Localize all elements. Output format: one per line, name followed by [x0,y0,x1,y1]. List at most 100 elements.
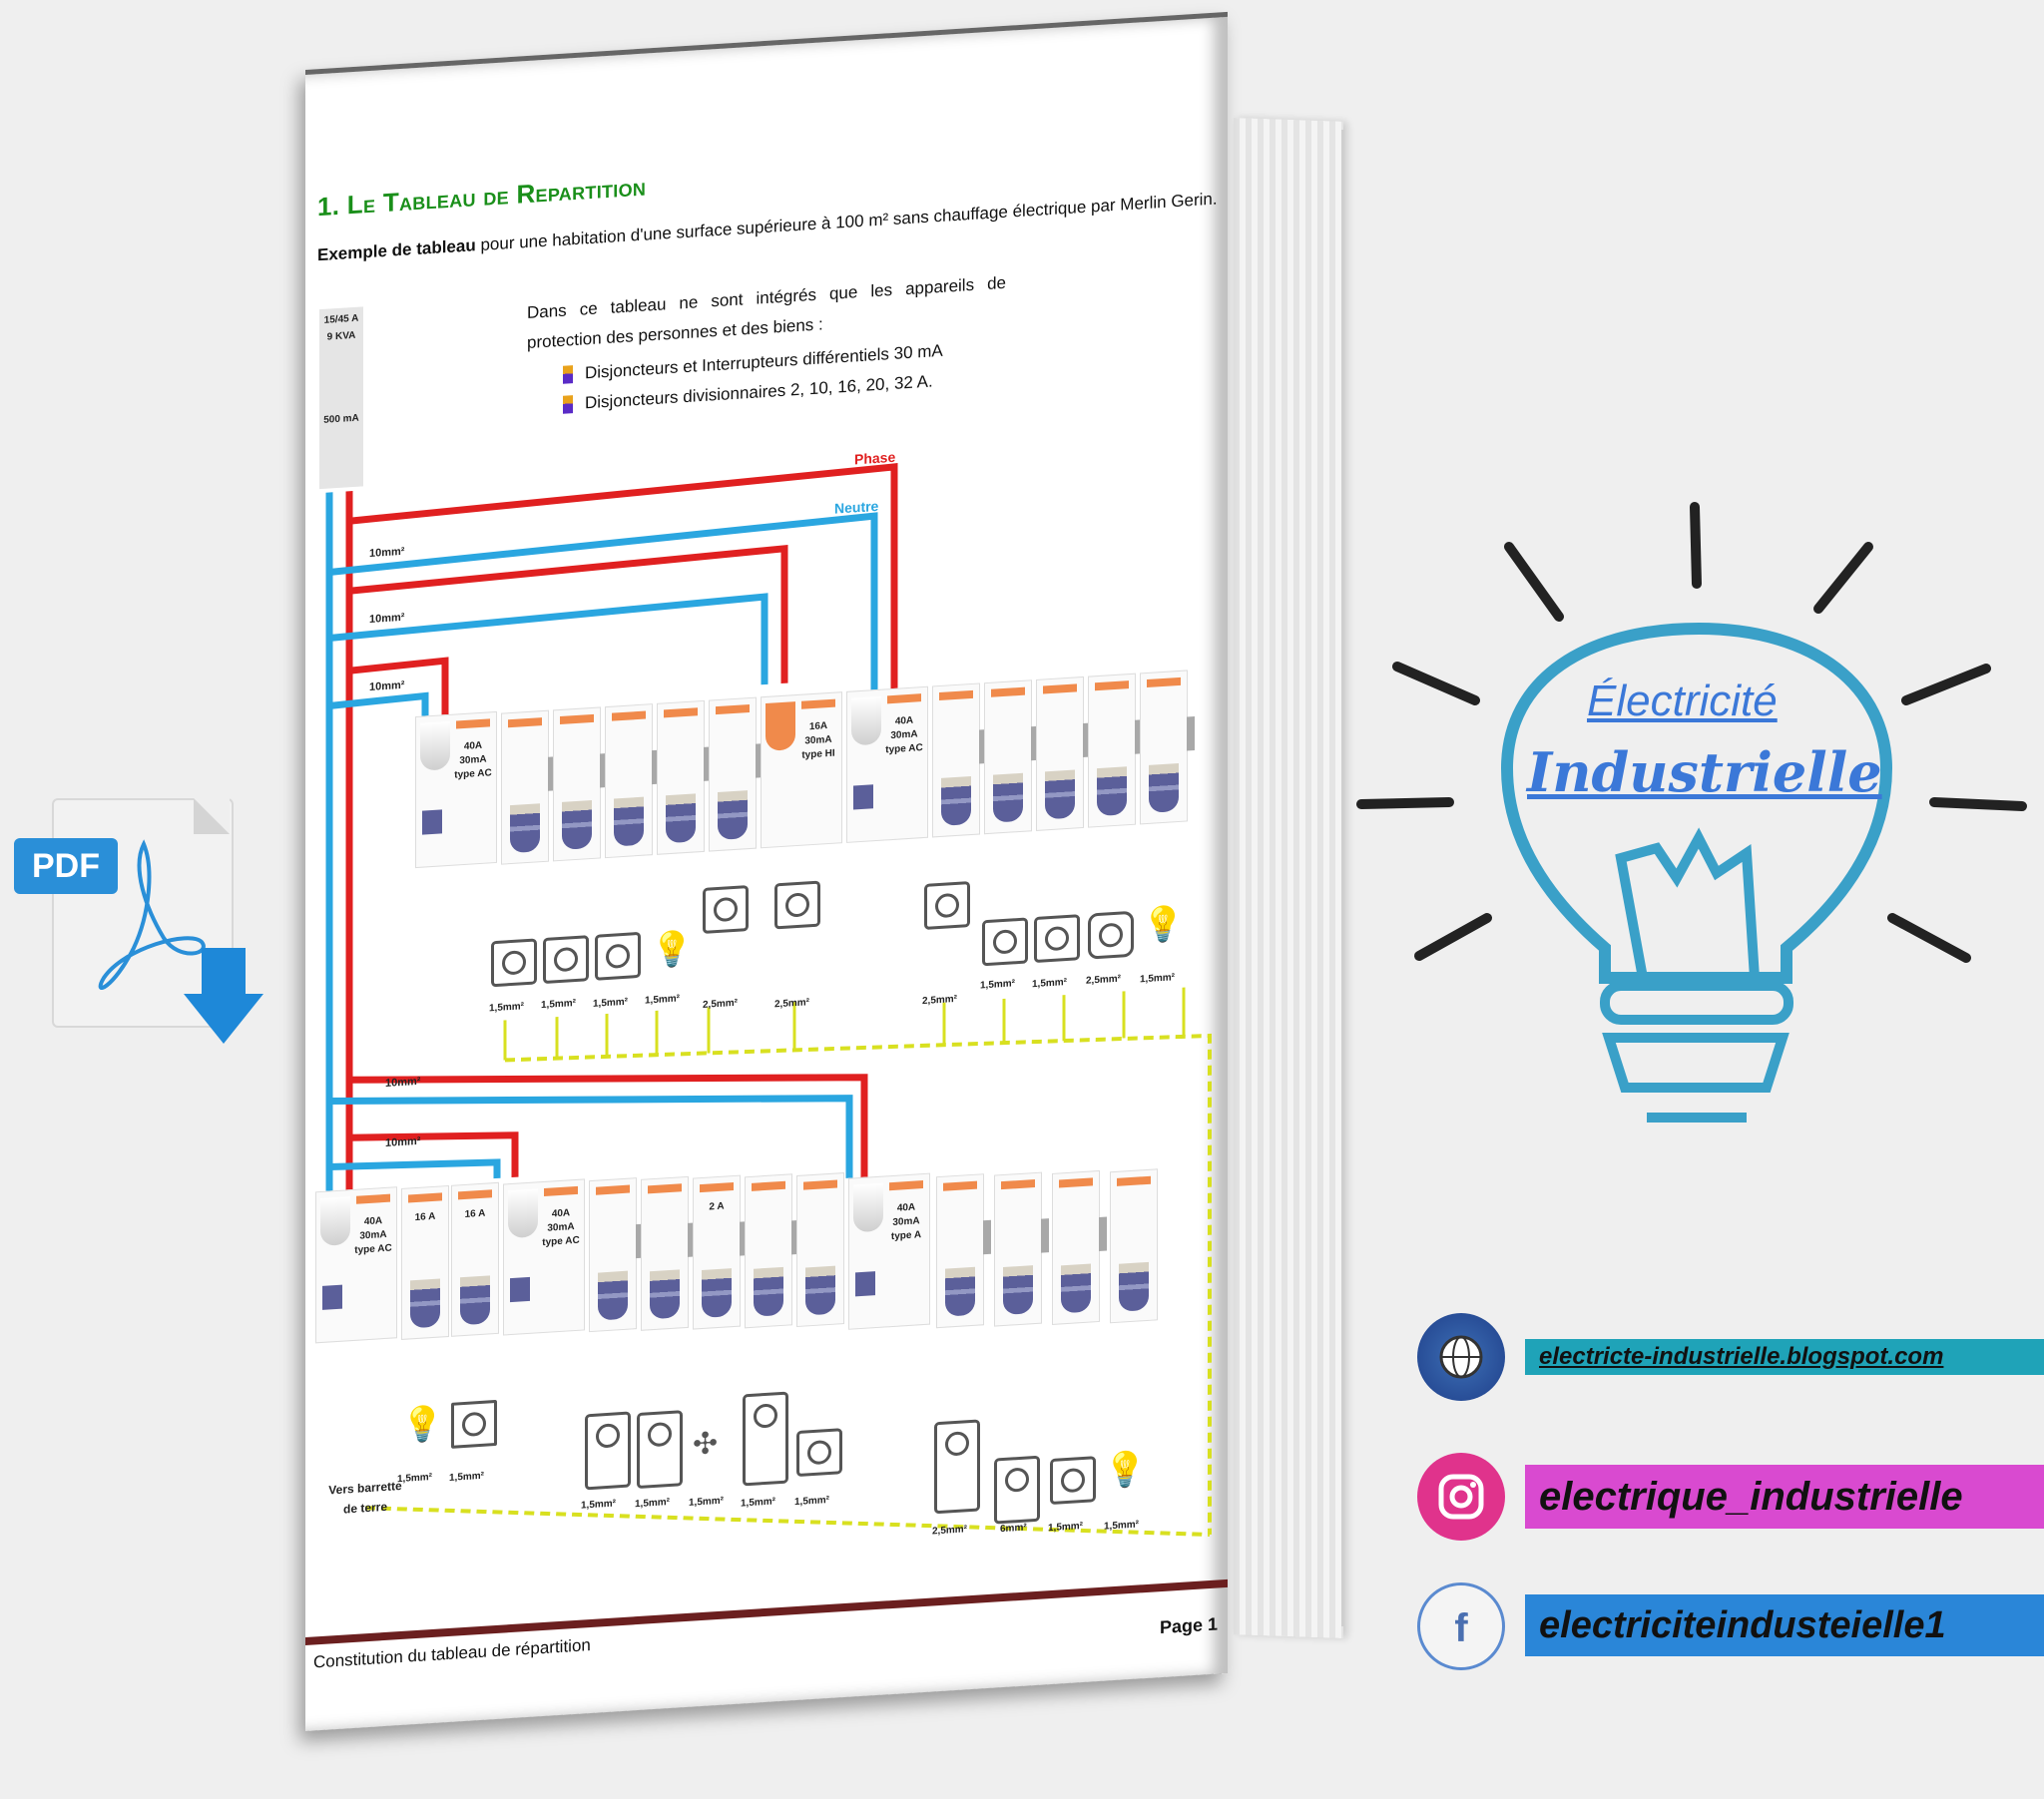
feeder-section-label: 10mm² [385,1075,421,1090]
washing-machine-socket-icon [703,885,749,934]
feeder-section-label: 10mm² [369,545,405,560]
cable-section-label: 1,5mm² [1048,1520,1084,1535]
cable-section-label: 2,5mm² [703,997,739,1011]
phase-label: Phase [854,448,896,468]
social-website[interactable]: electricte-industrielle.blogspot.com [1417,1313,2044,1403]
light-bulb-icon: 💡 [1104,1450,1147,1491]
acrobat-logo-icon [98,839,206,990]
circuit-breaker [745,1173,799,1329]
socket-outlet-icon [595,931,641,981]
circuit-breaker [932,682,987,838]
book-page-edges [1234,118,1343,1638]
circuit-breaker: 16 A [401,1184,449,1340]
cable-section-label: 2,5mm² [774,997,810,1011]
pdf-file-fold [194,798,230,834]
feeder-section-label: 10mm² [369,678,405,693]
roller-shutter-icon [585,1411,631,1491]
roller-shutter-icon [637,1410,683,1490]
cable-section-label: 6mm² [1000,1522,1027,1536]
cable-section-label: 1,5mm² [794,1494,830,1509]
socket-outlet-icon [1050,1456,1096,1506]
circuit-breaker [936,1173,991,1329]
circuit-breaker [984,679,1039,835]
circuit-breaker: 2 A [693,1174,748,1330]
cable-section-label: 2,5mm² [1086,973,1122,987]
download-arrow-icon [184,948,263,1044]
cable-section-label: 1,5mm² [635,1497,671,1511]
circuit-breaker [641,1175,696,1331]
brand-logo: Électricité Industrielle [1347,479,2044,1157]
cable-section-label: 1,5mm² [489,1001,525,1015]
gate-icon [451,1399,497,1449]
oven-icon [1088,910,1134,960]
lightbulb-icon [1356,502,2027,1123]
neutre-label: Neutre [834,497,879,517]
cable-section-label: 2,5mm² [932,1524,968,1538]
cable-section-label: 1,5mm² [541,997,577,1012]
social-facebook[interactable]: f electriciteindusteielle1 [1417,1582,2044,1672]
cable-section-label: 1,5mm² [1032,976,1068,991]
circuit-breaker [1110,1168,1158,1324]
wiring-diagram [325,463,1212,1538]
boiler-socket-icon [743,1391,788,1487]
ventilation-fan-icon: ✣ [693,1427,719,1462]
cooktop-icon [994,1455,1040,1525]
cable-section-label: 1,5mm² [1140,972,1176,986]
socket-outlet-icon [982,917,1028,967]
circuit-breaker [994,1171,1049,1327]
brand-line1: Électricité [1587,676,1778,725]
cable-section-label: 1,5mm² [449,1470,485,1484]
socket-outlet-icon [543,935,589,985]
cable-section-label: 1,5mm² [741,1496,776,1510]
cable-section-label: 1,5mm² [645,993,681,1007]
social-instagram[interactable]: electrique_industrielle [1417,1453,2044,1543]
water-heater-socket-icon [934,1419,980,1515]
instagram-handle[interactable]: electrique_industrielle [1525,1465,2044,1529]
cable-section-label: 1,5mm² [980,978,1016,992]
circuit-breaker [553,706,608,862]
cable-section-label: 2,5mm² [922,993,958,1008]
circuit-breaker [605,703,660,859]
book-back-cover-edge [1341,130,1344,1626]
circuit-breaker [709,696,764,852]
pdf-badge: PDF [14,838,118,894]
globe-www-icon [1417,1313,1505,1401]
socket-outlet-icon [1034,914,1080,964]
freezer-socket-icon [774,880,820,930]
socket-outlet-icon [491,938,537,988]
cable-section-label: 1,5mm² [1104,1519,1140,1533]
light-bulb-icon: 💡 [401,1404,444,1445]
brand-line2: Industrielle [1527,740,1882,804]
instagram-icon [1417,1453,1505,1541]
website-link[interactable]: electricte-industrielle.blogspot.com [1525,1339,2044,1375]
earth-bar-label: Vers barrette de terre [328,1478,402,1517]
cable-section-label: 1,5mm² [593,996,629,1010]
dishwasher-socket-icon [924,881,970,930]
pdf-download-icon[interactable]: PDF [14,778,263,1044]
cable-section-label: 1,5mm² [689,1495,725,1509]
circuit-breaker [1088,673,1143,828]
circuit-breaker [1052,1169,1107,1325]
circuit-breaker: 16 A [451,1181,499,1337]
feeder-section-label: 10mm² [369,611,405,626]
circuit-breaker [589,1177,644,1333]
cable-section-label: 1,5mm² [581,1498,617,1512]
page-number: Page 1 [1159,1613,1218,1638]
svg-text:f: f [1454,1606,1468,1650]
circuit-breaker [796,1172,844,1328]
facebook-icon: f [1417,1582,1505,1670]
feeder-section-label: 10mm² [385,1134,421,1149]
circuit-breaker [1140,670,1195,825]
circuit-breaker [657,699,712,855]
circuit-breaker [1036,675,1091,831]
circuit-breaker [501,709,556,865]
light-bulb-icon: 💡 [1142,904,1185,946]
facebook-handle[interactable]: electriciteindusteielle1 [1525,1594,2044,1656]
light-bulb-icon: 💡 [651,929,694,971]
